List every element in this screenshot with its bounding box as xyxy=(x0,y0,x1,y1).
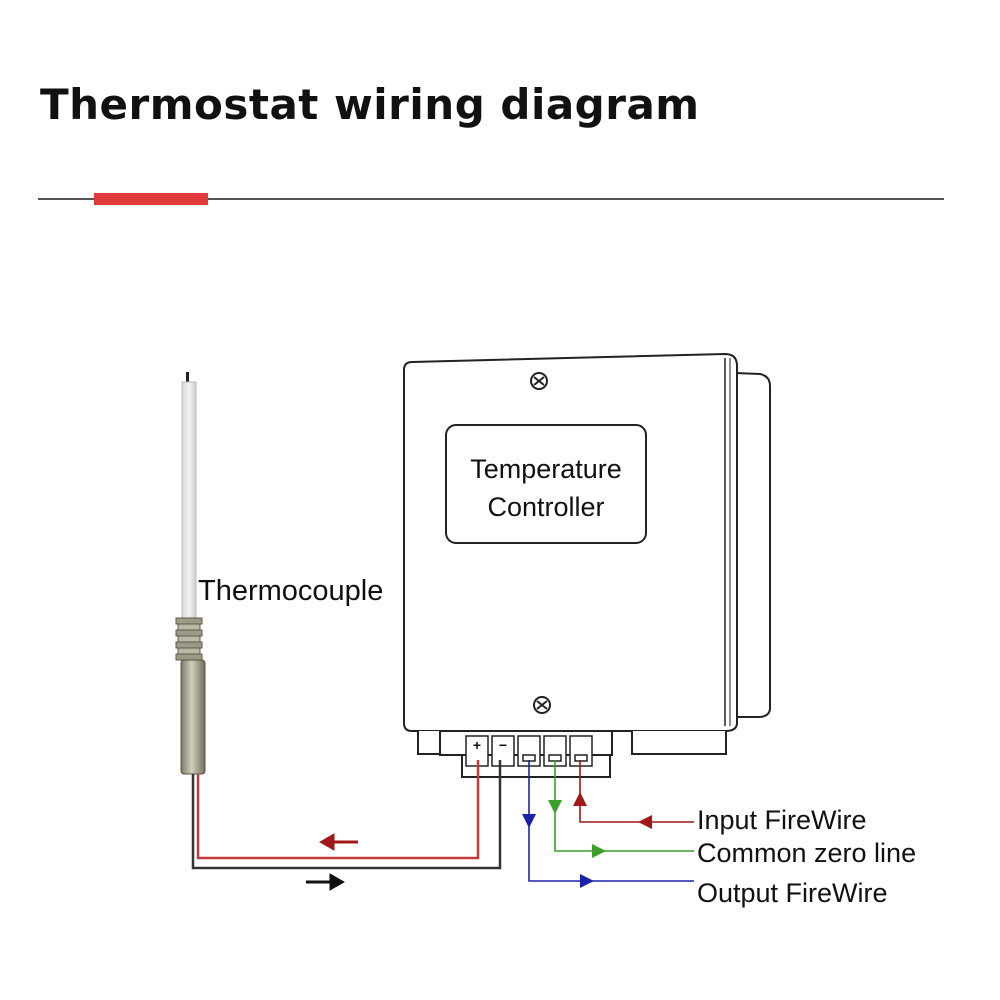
top-screw-icon xyxy=(530,372,548,390)
common-right-arrow-icon xyxy=(592,844,606,858)
page-title: Thermostat wiring diagram xyxy=(40,80,700,129)
output-firewire-label: Output FireWire xyxy=(697,878,888,908)
thermocouple-probe xyxy=(175,372,206,775)
controller-label-line1: Temperature xyxy=(470,454,622,484)
output-right-arrow-icon xyxy=(580,874,594,888)
controller-label-panel xyxy=(445,424,647,544)
controller-label-line2: Controller xyxy=(487,492,604,522)
temperature-controller-box: Temperature Controller + − xyxy=(403,352,771,778)
probe-tip xyxy=(186,372,189,384)
title-divider-accent xyxy=(94,193,208,205)
output-firewire-wire xyxy=(528,760,694,882)
probe-metal-sheath xyxy=(180,659,206,775)
terminal-plus-label: + xyxy=(473,737,481,753)
terminal-block: + − xyxy=(439,730,613,778)
terminal-minus-label: − xyxy=(499,737,507,753)
input-firewire-label: Input FireWire xyxy=(697,805,867,835)
thermocouple-negative-wire xyxy=(191,760,502,870)
thermocouple-positive-wire xyxy=(196,760,480,860)
mount-foot-right xyxy=(631,731,727,755)
terminal-minus xyxy=(491,735,515,767)
title-divider xyxy=(38,198,944,200)
thermocouple-label: Thermocouple xyxy=(198,575,383,607)
mount-foot-left xyxy=(417,731,441,755)
thermocouple-positive-arrow-icon xyxy=(318,833,358,851)
common-zero-wire xyxy=(554,760,694,852)
common-zero-line-label: Common zero line xyxy=(697,838,916,868)
bottom-screw-icon xyxy=(533,696,551,714)
probe-ceramic-tube xyxy=(181,381,197,623)
input-firewire-wire xyxy=(579,760,694,823)
input-left-arrow-icon xyxy=(638,815,652,829)
output-down-arrow-icon xyxy=(522,814,536,828)
controller-side-panel xyxy=(734,371,771,718)
common-down-arrow-icon xyxy=(548,800,562,814)
input-up-arrow-icon xyxy=(573,792,587,806)
thermocouple-negative-arrow-icon xyxy=(306,873,346,891)
